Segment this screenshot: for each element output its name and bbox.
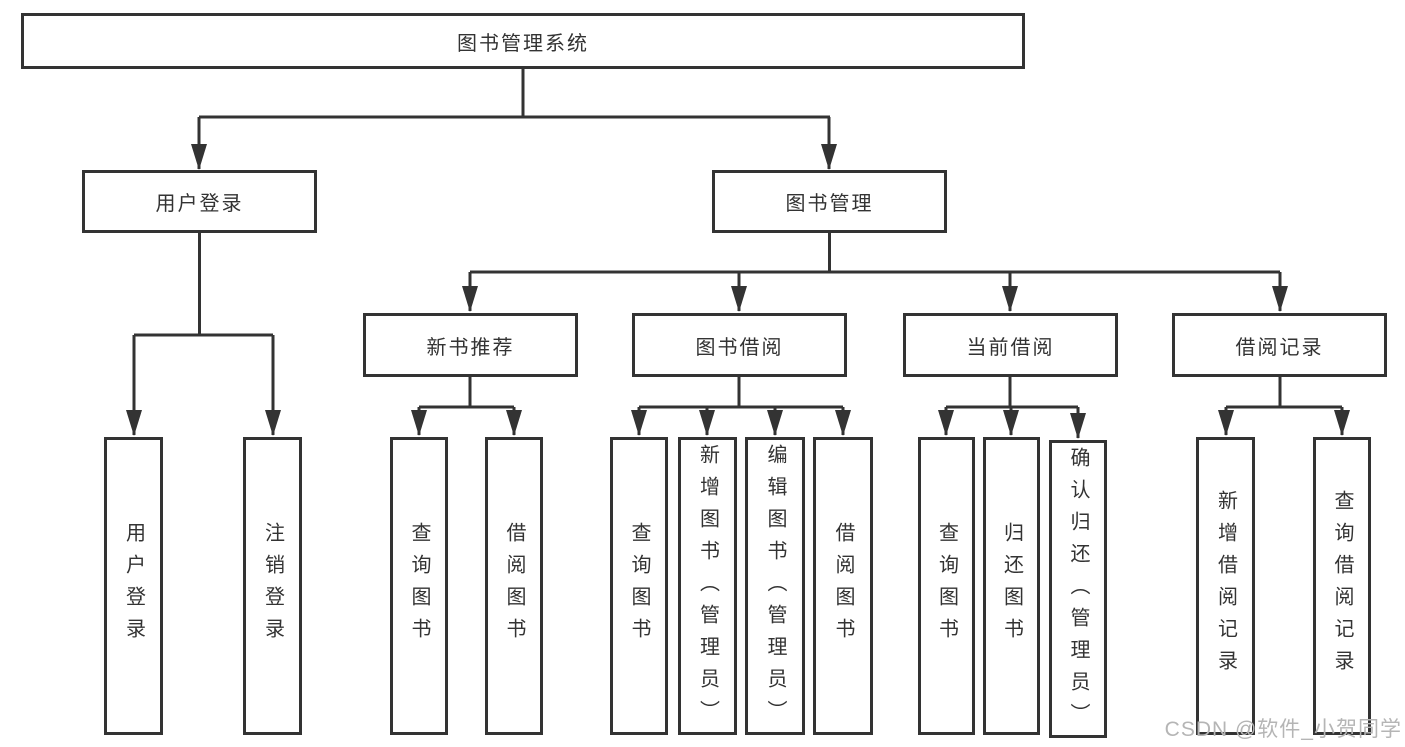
leaf-return-books: 归还图书 — [983, 437, 1040, 735]
leaf-query-books-borrow: 查询图书 — [610, 437, 668, 735]
leaf-logout: 注销登录 — [243, 437, 302, 735]
leaf-borrow-books-recommend: 借阅图书 — [485, 437, 543, 735]
watermark: CSDN @软件_小贺同学 — [1164, 718, 1402, 741]
node-borrow-records: 借阅记录 — [1172, 313, 1387, 377]
node-library-system: 图书管理系统 — [21, 13, 1025, 69]
node-current-borrow: 当前借阅 — [903, 313, 1118, 377]
leaf-add-borrow-record: 新增借阅记录 — [1196, 437, 1255, 735]
leaf-query-books-current: 查询图书 — [918, 437, 975, 735]
leaf-query-borrow-record: 查询借阅记录 — [1313, 437, 1371, 735]
leaf-user-login: 用户登录 — [104, 437, 163, 735]
leaf-borrow-books: 借阅图书 — [813, 437, 873, 735]
node-new-book-recommend: 新书推荐 — [363, 313, 578, 377]
node-book-management: 图书管理 — [712, 170, 947, 233]
node-book-borrow: 图书借阅 — [632, 313, 847, 377]
leaf-add-book-admin: 新增图书（管理员） — [678, 437, 737, 735]
leaf-query-books-recommend: 查询图书 — [390, 437, 448, 735]
leaf-edit-book-admin: 编辑图书（管理员） — [745, 437, 805, 735]
node-user-login: 用户登录 — [82, 170, 317, 233]
leaf-confirm-return-admin: 确认归还（管理员） — [1049, 440, 1107, 738]
